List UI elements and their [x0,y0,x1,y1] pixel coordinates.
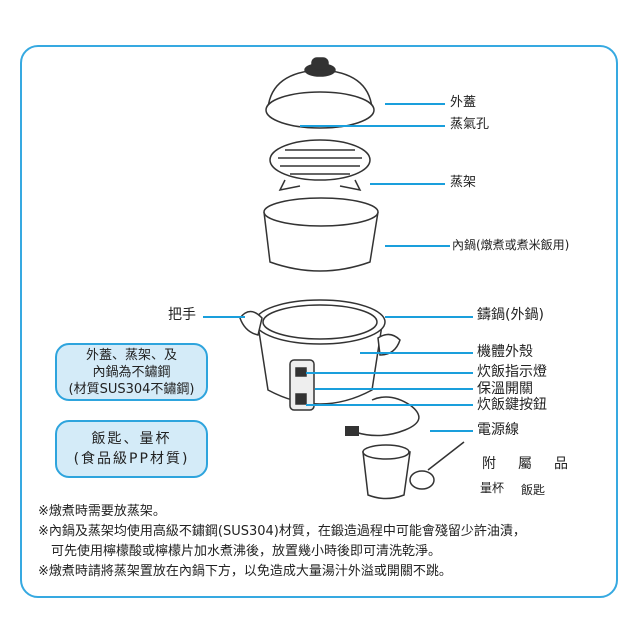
note: ※內鍋及蒸架均使用高級不鏽鋼(SUS304)材質，在鍛造過程中可能會殘留少許油漬… [38,524,526,539]
steam-rack [269,139,371,192]
label-outer-pot: 鑄鍋(外鍋) [477,307,544,323]
measuring-cup [362,444,411,500]
label-cook-button: 炊飯鍵按鈕 [477,397,547,413]
label-spoon: 飯匙 [521,483,546,497]
box-line: 內鍋為不鏽鋼 [92,364,171,380]
rice-spoon [409,441,465,490]
accessories-title: 附 屬 品 [482,456,572,472]
cooker-body [239,299,401,411]
material-box-steel: 外蓋、蒸架、及 內鍋為不鏽鋼 (材質SUS304不鏽鋼) [55,343,208,401]
label-warm-switch: 保溫開關 [477,381,533,397]
label-handle: 把手 [168,307,196,323]
power-cord [354,396,420,437]
box-line: 外蓋、蒸架、及 [85,347,177,363]
label-rack: 蒸架 [450,175,477,190]
inner-pot [263,197,379,272]
label-lid: 外蓋 [450,95,477,110]
diagram-frame [20,45,618,598]
box-line: 飯匙、量杯 [91,431,172,447]
note: ※燉煮時需要放蒸架。 [38,504,166,519]
label-body: 機體外殼 [477,344,533,360]
label-power-cord: 電源線 [477,422,519,438]
material-box-pp: 飯匙、量杯 (食品級PP材質) [55,420,208,478]
label-cup: 量杯 [480,481,505,495]
note: ※燉煮時請將蒸架置放在內鍋下方，以免造成大量湯汁外溢或開關不跳。 [38,564,452,579]
plug [345,426,359,436]
label-vent: 蒸氣孔 [450,117,490,132]
note: 可先使用檸檬酸或檸檬片加水煮沸後，放置幾小時後即可清洗乾淨。 [38,544,442,559]
box-line: (材質SUS304不鏽鋼) [68,381,195,397]
lid [265,57,375,129]
label-inner-pot: 內鍋(燉煮或煮米飯用) [452,238,570,252]
box-line: (食品級PP材質) [73,451,190,467]
notes: ※燉煮時需要放蒸架。 ※內鍋及蒸架均使用高級不鏽鋼(SUS304)材質，在鍛造過… [38,502,526,582]
label-cook-light: 炊飯指示燈 [477,364,547,380]
